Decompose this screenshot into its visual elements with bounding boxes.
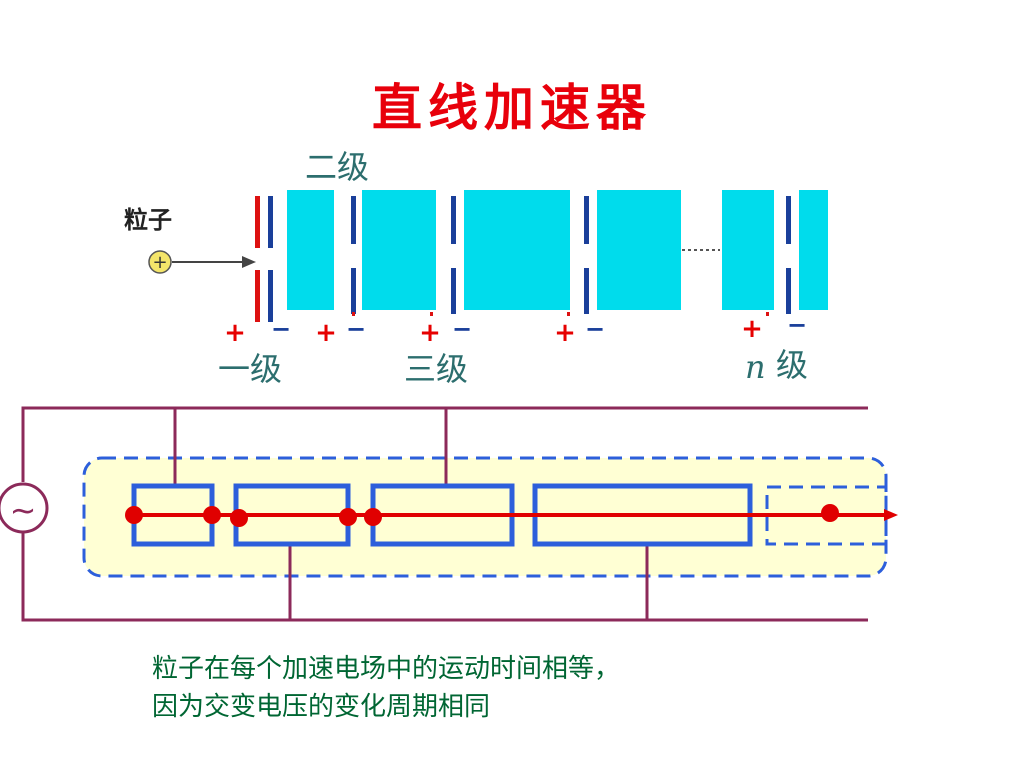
gap-plate-2-lower [451,268,456,314]
gap-marker-3 [567,312,570,316]
caption-line-1: 粒子在每个加速电场中的运动时间相等， [152,654,621,684]
particle-charge-symbol: + [152,252,167,273]
stage-label-3: 三级 [404,350,468,388]
gap-marker-2 [430,312,433,316]
caption: 粒子在每个加速电场中的运动时间相等， 因为交变电压的变化周期相同 [152,650,620,726]
beam-arrowhead [884,509,898,521]
particle-position-5 [364,508,382,526]
sign-plus-2: + [315,318,337,348]
caption-line-2: 因为交变电压的变化周期相同 [152,692,491,722]
gap-plate-n-lower [786,268,791,314]
sign-minus-n: − [787,311,807,339]
ac-source-symbol: ~ [10,491,37,529]
particle [148,250,172,274]
sign-minus-1: − [271,315,291,343]
top-figure: 粒子 + + − [124,148,828,388]
gap-plate-1-upper [351,196,356,244]
particle-position-3 [230,509,248,527]
drift-tube-2 [362,190,436,310]
wire-lower [21,532,868,622]
sign-minus-3: − [452,315,472,343]
drift-tube-3 [464,190,570,310]
sign-plus-1: + [224,318,246,348]
entrance-plate-negative-lower [268,270,273,322]
stage-label-1: 一级 [218,350,282,388]
entrance-plate-positive-upper [255,196,260,248]
sign-minus-2: − [346,315,366,343]
particle-label: 粒子 [124,206,172,234]
sign-minus-4: − [585,315,605,343]
gap-plate-3-lower [584,268,589,314]
wire-upper [21,406,868,482]
sign-plus-3: + [419,318,441,348]
particle-arrowhead [242,256,256,268]
gap-marker-n [766,312,769,316]
particle-position-2 [203,506,221,524]
drift-tube-n-next [799,190,828,310]
particle-position-1 [125,506,143,524]
gap-plate-2-upper [451,196,456,244]
stage-label-n-variable: n [745,348,766,386]
bottom-figure: ~ [0,406,898,622]
slide-title: 直线加速器 [372,78,652,137]
particle-position-4 [339,508,357,526]
gap-plate-3-upper [584,196,589,244]
drift-tube-1 [287,190,334,310]
drift-tube-n [722,190,774,310]
gap-plate-1-lower [351,268,356,314]
sign-plus-4: + [554,318,576,348]
particle-position-6 [821,504,839,522]
entrance-plate-positive-lower [255,270,260,322]
gap-marker-1 [352,312,355,316]
stage-label-2: 二级 [305,148,369,186]
sign-plus-n: + [741,314,763,344]
ac-source [0,482,49,534]
gap-plate-n-upper [786,196,791,244]
stage-label-n-suffix: 级 [776,346,808,384]
entrance-plate-negative-upper [268,196,273,248]
drift-tube-4 [597,190,681,310]
